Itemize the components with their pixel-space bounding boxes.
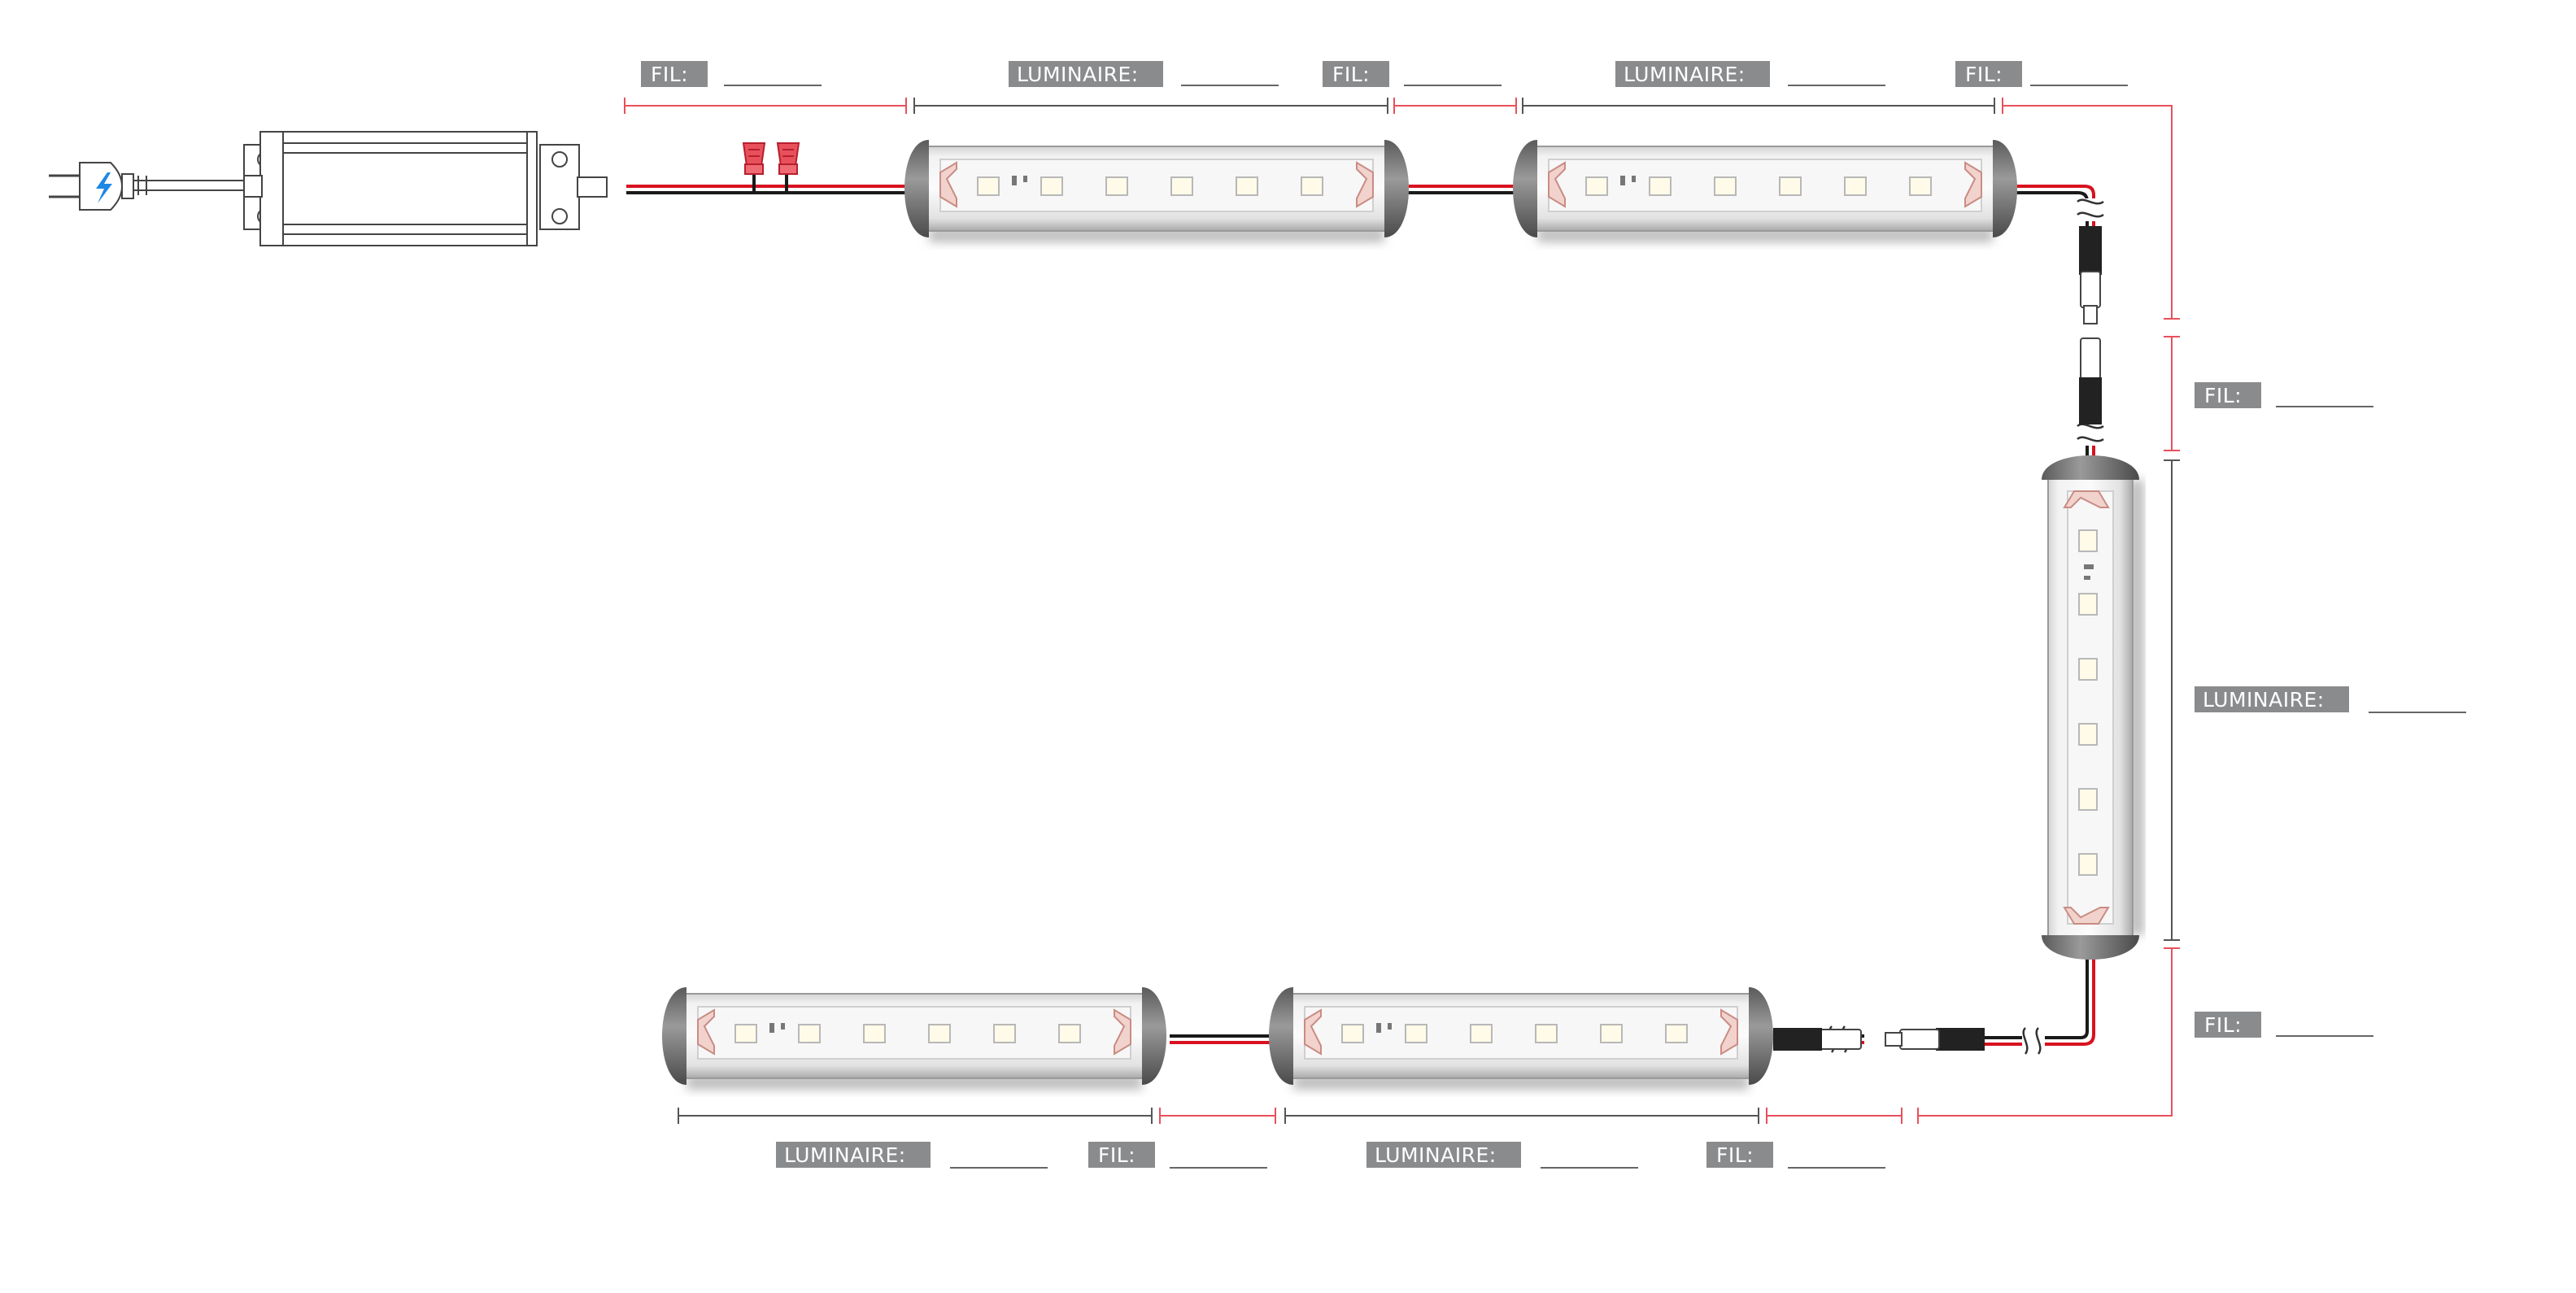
fil-label-text: FIL: (1716, 1143, 1754, 1167)
label-fil-4: FIL: (2195, 382, 2373, 408)
label-fil-6: FIL: (1706, 1142, 1885, 1169)
fil-label-text: FIL: (1098, 1143, 1135, 1167)
led-luminaire-2 (1513, 140, 2017, 242)
dc-connector-icon (2079, 337, 2102, 424)
led-luminaire-4 (1269, 987, 1773, 1090)
power-supply-icon (243, 131, 608, 246)
label-luminaire-3: LUMINAIRE: (2195, 686, 2466, 713)
fil-label-text: FIL: (1965, 63, 2003, 86)
wire-break-icon (2020, 1026, 2046, 1056)
led-luminaire-5 (662, 987, 1166, 1090)
label-luminaire-2: LUMINAIRE: (1615, 61, 1885, 87)
dc-connector-icon (1773, 1028, 1862, 1051)
wire-nut-connector-icon (742, 142, 800, 192)
label-fil-3: FIL: (1955, 61, 2128, 87)
label-luminaire-5: LUMINAIRE: (776, 1142, 1048, 1169)
dc-connector-icon (1885, 1028, 1985, 1051)
label-luminaire-1: LUMINAIRE: (1009, 61, 1279, 87)
lightning-bolt-icon (96, 172, 112, 203)
luminaire-label-text: LUMINAIRE: (784, 1143, 906, 1167)
wire-break-icon (2076, 197, 2105, 223)
luminaire-label-text: LUMINAIRE: (1624, 63, 1746, 86)
luminaire-label-text: LUMINAIRE: (1375, 1143, 1497, 1167)
dc-connector-icon (2079, 226, 2102, 324)
label-fil-7: FIL: (1088, 1142, 1267, 1169)
fil-label-text: FIL: (1332, 63, 1370, 86)
label-fil-1: FIL: (641, 61, 822, 87)
luminaire-label-text: LUMINAIRE: (2203, 688, 2325, 712)
label-luminaire-4: LUMINAIRE: (1366, 1142, 1638, 1169)
power-plug-icon (49, 162, 260, 211)
wires (626, 185, 2095, 1046)
fil-label-text: FIL: (2204, 1013, 2242, 1037)
label-fil-2: FIL: (1323, 61, 1502, 87)
luminaire-label-text: LUMINAIRE: (1017, 63, 1139, 86)
wire-break-icon (2076, 421, 2105, 447)
dimension-lines (624, 98, 2180, 1124)
led-luminaire-3 (2042, 455, 2144, 960)
label-fil-5: FIL: (2195, 1012, 2373, 1038)
fil-label-text: FIL: (2204, 384, 2242, 407)
fil-label-text: FIL: (651, 63, 688, 86)
led-luminaire-1 (904, 140, 1409, 242)
